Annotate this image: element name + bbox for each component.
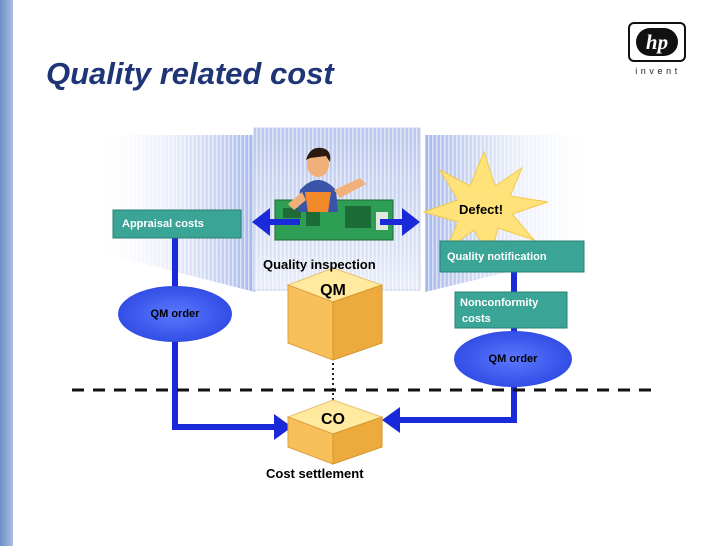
defect-label: Defect! — [459, 202, 504, 217]
co-cube-side — [332, 416, 383, 465]
hp-logo-mark: hp — [636, 28, 678, 56]
hp-logo: hp invent — [626, 20, 690, 80]
qm-order-right-label: QM order — [488, 353, 538, 365]
right-settlement-line — [390, 385, 517, 423]
chip-icon — [306, 212, 320, 226]
hp-logo-tagline: invent — [635, 66, 681, 76]
hp-logo-box: hp — [628, 22, 686, 62]
cost-settlement-label: Cost settlement — [266, 466, 364, 481]
appraisal-costs-box — [112, 209, 242, 239]
nonconformity-costs-box — [454, 291, 568, 329]
slide-title: Quality related cost — [46, 56, 334, 91]
nonconformity-label-line2: costs — [462, 313, 491, 325]
inspector-arm — [334, 178, 366, 198]
left-settlement-line — [172, 340, 282, 430]
connector-lines — [172, 238, 517, 440]
inspection-arrows — [252, 208, 420, 236]
co-cube — [286, 399, 384, 465]
qm-order-left-label: QM order — [150, 308, 200, 320]
chip-icon — [345, 206, 371, 228]
arrowhead-icon — [274, 414, 292, 440]
appraisal-costs-label: Appraisal costs — [122, 218, 204, 230]
qm-order-left-ellipse — [118, 286, 232, 342]
qm-cube-side — [332, 284, 383, 361]
arrowhead-icon — [402, 208, 420, 236]
qm-cube-label: QM — [320, 282, 346, 299]
co-cube-label: CO — [321, 411, 345, 428]
slide-left-accent-bar — [0, 0, 13, 546]
nonconformity-label-line1: Nonconformity — [460, 297, 539, 309]
inspector-arm — [288, 192, 306, 210]
inspector-apron — [305, 192, 331, 212]
qm-order-right-ellipse — [454, 331, 572, 387]
inspector-hair — [306, 147, 331, 162]
chip-icon — [283, 208, 301, 218]
arrowhead-icon — [252, 208, 270, 236]
arrowhead-icon — [382, 407, 400, 433]
qm-cube — [286, 267, 384, 361]
quality-notification-label: Quality notification — [447, 251, 547, 263]
quality-inspection-label: Quality inspection — [263, 257, 376, 272]
quality-notification-box — [439, 240, 585, 273]
